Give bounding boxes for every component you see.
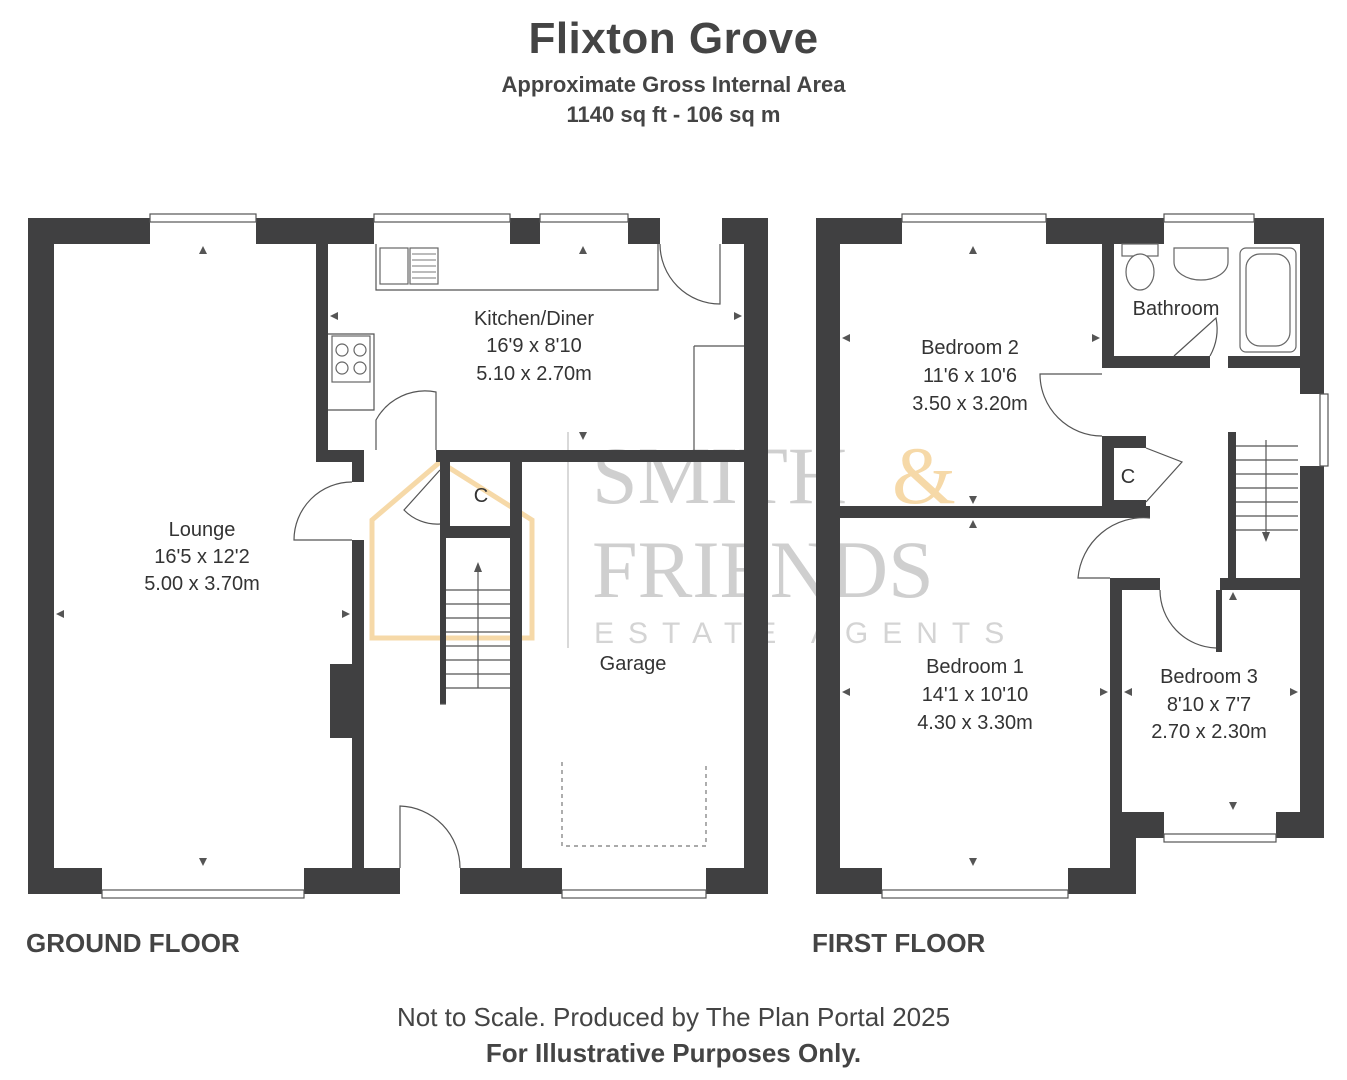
bedroom2-metric: 3.50 x 3.20m (912, 393, 1028, 415)
first-floor-fixtures (842, 243, 1298, 866)
room-bedroom1: Bedroom 1 14'1 x 10'10 4.30 x 3.30m (917, 656, 1033, 734)
cupboard-first-name: C (1121, 466, 1135, 488)
bedroom3-imperial: 8'10 x 7'7 (1167, 694, 1251, 716)
hob-icon (331, 335, 371, 383)
kitchen-metric: 5.10 x 2.70m (476, 363, 592, 385)
lounge-metric: 5.00 x 3.70m (144, 573, 260, 595)
kitchen-imperial: 16'9 x 8'10 (486, 335, 582, 357)
disclaimer: For Illustrative Purposes Only. (485, 1038, 862, 1068)
lounge-imperial: 16'5 x 12'2 (154, 546, 250, 568)
watermark-line1: SMITH (592, 430, 847, 521)
bedroom1-imperial: 14'1 x 10'10 (922, 684, 1029, 706)
bedroom3-metric: 2.70 x 2.30m (1151, 721, 1267, 743)
ground-floor-fixtures (56, 243, 744, 869)
bathroom-name: Bathroom (1133, 298, 1220, 320)
bedroom2-imperial: 11'6 x 10'6 (923, 365, 1017, 387)
watermark-house-logo (369, 458, 535, 641)
room-kitchen: Kitchen/Diner 16'9 x 8'10 5.10 x 2.70m (474, 308, 594, 385)
ground-floor-windows (101, 213, 707, 899)
kitchen-name: Kitchen/Diner (474, 308, 594, 330)
room-bedroom2: Bedroom 2 11'6 x 10'6 3.50 x 3.20m (912, 337, 1028, 415)
watermark-amp: & (892, 430, 956, 521)
scale-note: Not to Scale. Produced by The Plan Porta… (396, 1002, 951, 1032)
bedroom1-metric: 4.30 x 3.30m (917, 712, 1033, 734)
plan-title: Flixton Grove (528, 14, 819, 63)
bedroom2-name: Bedroom 2 (921, 337, 1019, 359)
room-bedroom3: Bedroom 3 8'10 x 7'7 2.70 x 2.30m (1151, 666, 1267, 743)
area-caption: Approximate Gross Internal Area (501, 72, 846, 97)
room-lounge: Lounge 16'5 x 12'2 5.00 x 3.70m (144, 519, 260, 595)
lounge-name: Lounge (169, 519, 236, 541)
ground-floor-walls (28, 218, 768, 894)
garage-name: Garage (600, 653, 667, 675)
cupboard-ground-name: C (474, 485, 488, 507)
bedroom1-name: Bedroom 1 (926, 656, 1024, 678)
first-floor-label: FIRST FLOOR (812, 928, 986, 958)
watermark: SMITH & FRIENDS ESTATE AGENTS (369, 430, 1018, 650)
ground-floor-label: GROUND FLOOR (26, 928, 240, 958)
first-floor-windows (881, 213, 1329, 899)
basin-icon (1173, 247, 1229, 281)
watermark-line3: ESTATE AGENTS (594, 617, 1018, 650)
bedroom3-name: Bedroom 3 (1160, 666, 1258, 688)
first-floor-walls (816, 218, 1324, 894)
sink-icon (379, 247, 409, 285)
area-value: 1140 sq ft - 106 sq m (566, 102, 781, 127)
